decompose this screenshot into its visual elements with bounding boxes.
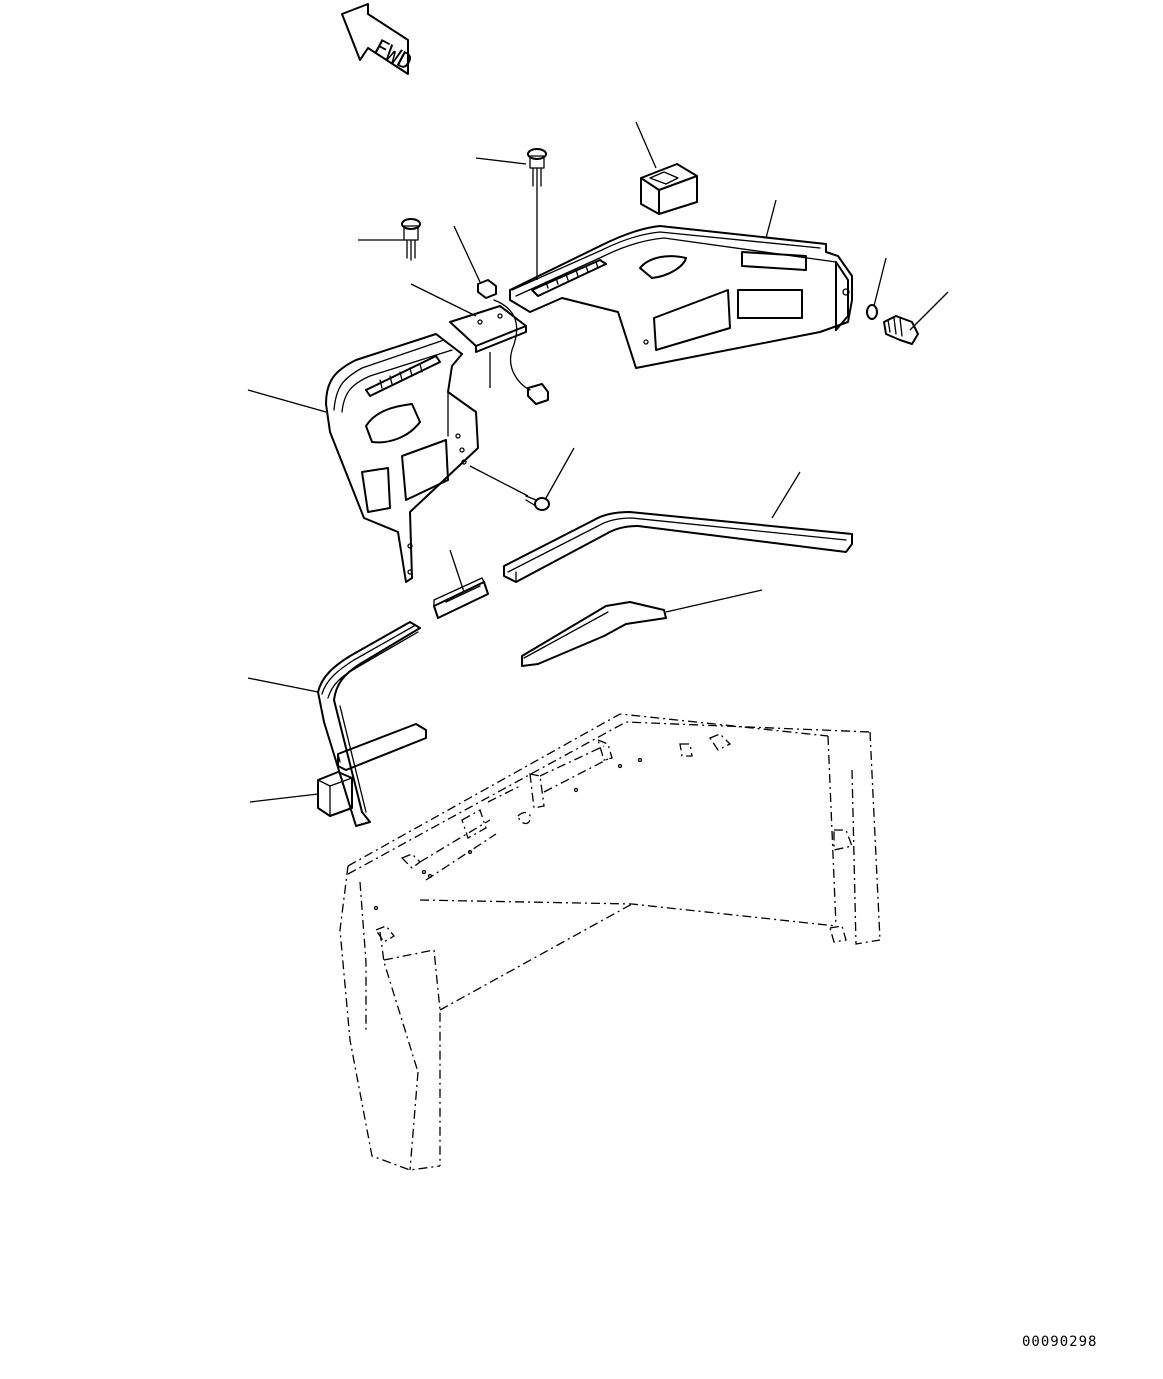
screw-center [469,465,550,511]
bracket-plate [449,299,549,405]
cab-frame-phantom [339,713,881,1171]
right-upper-cover [509,225,853,369]
bottom-left-block [317,771,353,817]
forward-arrow-icon: FWD [341,3,416,76]
small-seal-piece [433,577,489,619]
bolt-left [401,218,477,317]
left-upper-cover [325,333,479,583]
washer-bolt-right [866,304,919,345]
drawing-number: 00090298 [1022,1334,1097,1350]
cap-part [640,163,698,215]
bolt-top [527,148,547,280]
left-lower-crosspiece [337,723,427,771]
right-weatherstrip [503,511,853,583]
leader-lines [247,121,949,803]
right-lower-seal [521,601,667,667]
connector-part [477,279,497,299]
left-lower-weatherstrip [317,621,421,827]
